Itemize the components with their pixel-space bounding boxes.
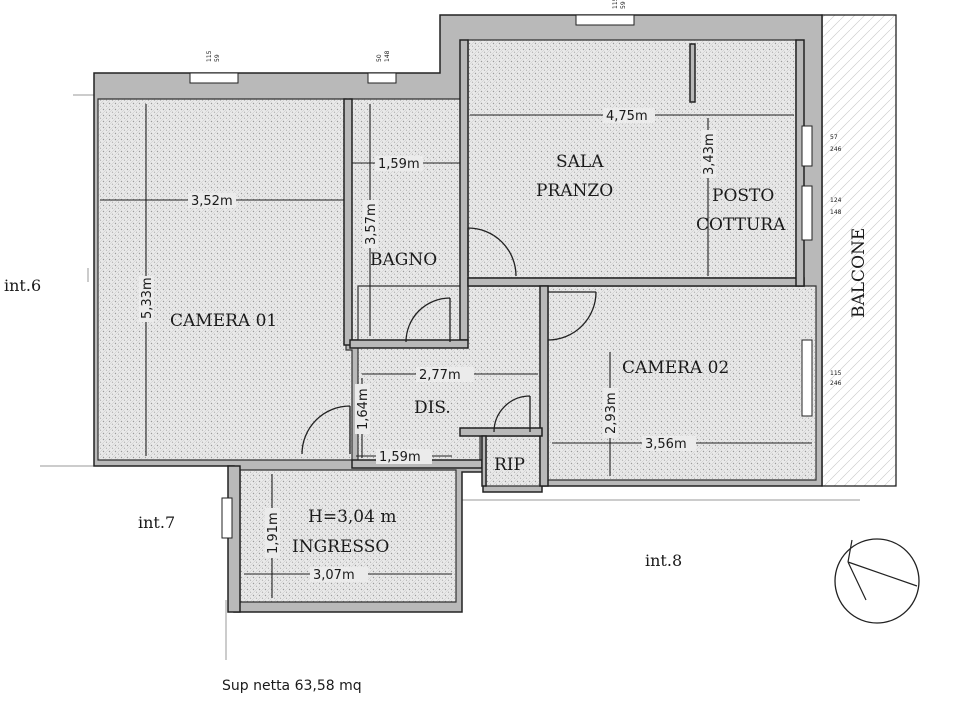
unit-label-bottom-right: int.8 [645,551,682,570]
room-label-camera02: CAMERA 02 [622,358,729,378]
room-labels: CAMERA 01 BAGNO SALA PRANZO POSTO COTTUR… [170,152,869,557]
window-cottura-2 [801,185,813,241]
window-cottura-1 [801,125,813,167]
door-rip [493,395,531,433]
dim-sala-width: 4,75m [606,109,648,124]
dim-bagno-depth: 3,57m [364,203,379,245]
window-mark: 59 [620,1,627,9]
dim-dis-width: 2,77m [419,368,461,383]
doors [301,227,597,455]
unit-label-left: int.6 [4,276,41,295]
window-mark: 148 [384,50,391,62]
dim-dis-depth: 1,64m [356,388,371,430]
room-label-posto: POSTO [712,186,774,206]
unit-label-bottom-left: int.7 [138,513,175,532]
room-label-cottura: COTTURA [696,215,786,235]
window-mark: 50 [376,54,383,62]
room-label-dis: DIS. [414,398,451,418]
sala-floor [467,39,797,279]
room-label-sala: SALA [556,152,604,172]
room-label-rip: RIP [494,455,525,475]
dim-ingresso-width: 3,07m [313,568,355,583]
window-mark: 115 [612,0,619,9]
window-camera01 [189,72,239,84]
dim-bagno-width: 1,59m [378,157,420,172]
windows [189,14,813,539]
room-label-ingresso: INGRESSO [292,537,389,557]
dim-camera01-width: 3,52m [191,194,233,209]
door-camera02 [547,291,597,341]
door-camera01 [301,405,351,455]
window-mark: 115 [830,370,842,377]
room-label-bagno: BAGNO [370,250,437,270]
dim-camera02-width: 3,56m [645,437,687,452]
dim-camera02-depth: 2,93m [604,392,619,434]
unit-labels: int.6 int.7 int.8 [4,276,682,570]
window-marks: 115 59 50 148 115 59 57 246 124 148 115 … [206,0,842,387]
dim-dis-bottom-width: 1,59m [379,450,421,465]
window-mark: 59 [214,54,221,62]
dim-camera01-depth: 5,33m [140,277,155,319]
window-mark: 148 [830,209,842,216]
net-surface-note: Sup netta 63,58 mq [222,678,362,694]
door-sala [467,227,517,277]
dim-cottura-depth: 3,43m [702,133,717,175]
room-label-balcone: BALCONE [849,228,869,318]
balcony [821,14,897,487]
camera01-floor [97,98,353,461]
room-label-ingresso-height: H=3,04 m [308,507,396,527]
window-mark: 124 [830,197,842,204]
dimension-labels: 3,52m 5,33m 1,59m 3,57m 4,75m 3,43m 2,77… [139,108,717,583]
window-mark: 57 [830,134,838,141]
window-sala [575,14,635,26]
window-bagno [367,72,397,84]
room-floors [97,39,817,603]
room-label-pranzo: PRANZO [536,181,613,201]
door-bagno [405,297,451,343]
dim-ingresso-depth: 1,91m [266,512,281,554]
window-ingresso [221,497,233,539]
window-mark: 246 [830,380,842,387]
north-arrow-icon [834,538,920,624]
window-camera02 [801,339,813,417]
window-mark: 115 [206,50,213,62]
room-label-camera01: CAMERA 01 [170,311,277,331]
window-mark: 246 [830,146,842,153]
